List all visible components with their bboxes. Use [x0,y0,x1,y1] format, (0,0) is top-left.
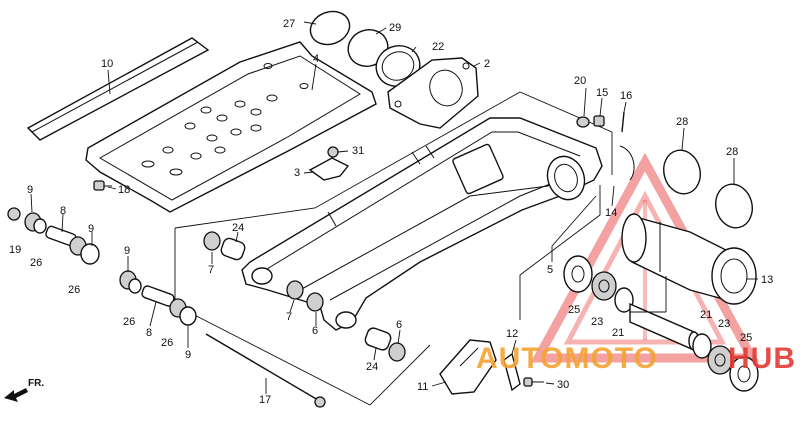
part-2-bracket [387,57,479,129]
part-17-pivot-bolt [205,333,326,408]
front-direction-label: FR. [28,378,44,389]
callout-8-b: 8 [146,327,152,339]
callout-labels: 10 4 27 29 22 2 31 3 18 9 8 9 19 26 26 2… [9,18,773,406]
part-23-bearing-right [707,345,733,375]
part-15-bolt [593,115,605,127]
callout-20: 20 [574,75,586,87]
callout-15: 15 [596,87,608,99]
callout-24-b: 24 [366,361,378,373]
part-20-nut [576,116,590,128]
left-pivot-stack-lower [119,270,197,326]
callout-27: 27 [283,18,295,30]
callout-29: 29 [389,22,401,34]
part-29-ring [347,29,389,67]
leader-lines [30,21,758,394]
front-arrow-icon [4,388,28,402]
part-25-bearing-right [729,356,759,392]
callout-14: 14 [605,207,617,219]
callout-12: 12 [506,328,518,340]
front-direction-indicator: FR. [4,378,44,402]
part-7-seal-upper [203,231,221,251]
part-28-ring-lower [715,183,753,229]
callout-9-c: 9 [124,245,130,257]
callout-7-a: 7 [208,264,214,276]
callout-11: 11 [417,381,428,393]
callout-16: 16 [620,90,632,102]
callout-6-a: 6 [312,325,318,337]
callout-17: 17 [259,394,271,406]
part-6-seal-upper [306,292,324,312]
callout-9-d: 9 [185,349,191,361]
callout-23-a: 23 [591,316,603,328]
callout-26-b: 26 [68,284,80,296]
part-4-skid-plate [85,41,377,213]
left-pivot-stack-upper [7,207,100,265]
watermark-text-left: AUTOMOTO [476,342,658,375]
part-21-seal-left [614,287,634,313]
callout-13: 13 [761,274,773,286]
callout-8-a: 8 [60,205,66,217]
callout-28-b: 28 [726,146,738,158]
part-10-strip [26,37,210,141]
callout-9-a: 9 [27,184,33,196]
part-28-ring-upper [663,149,701,195]
part-12-bracket [503,352,521,392]
part-14-clip [619,145,635,181]
callout-7-b: 7 [286,311,292,323]
callout-25-b: 25 [740,332,752,344]
callout-21-b: 21 [700,309,712,321]
callout-28-a: 28 [676,116,688,128]
part-30-screw [523,377,544,387]
callout-30: 30 [557,379,569,391]
part-7-seal-lower [286,280,304,300]
callout-10: 10 [101,58,113,70]
callout-25-a: 25 [568,304,580,316]
callout-5: 5 [547,264,553,276]
callout-2: 2 [484,58,490,70]
part-6-seal-lower [388,342,406,362]
callout-19: 19 [9,244,21,256]
callout-4: 4 [313,53,319,65]
part-16-bolt [621,111,625,133]
skid-plate-holes [141,63,309,176]
part-25-bearing-left [563,255,593,293]
callout-24-a: 24 [232,222,244,234]
part-11-chain-slider [439,339,497,395]
part-21-seal-right [692,333,712,359]
callout-23-b: 23 [718,318,730,330]
watermark-text: AUTOMOTO HUB [476,342,796,375]
part-27-ring [309,10,351,46]
callout-9-b: 9 [88,223,94,235]
frame-lines [174,91,613,406]
callout-26-c: 26 [123,316,135,328]
part-18-bolt [93,180,112,191]
part-13-eccentric-hub [621,213,757,305]
callout-21-a: 21 [612,327,624,339]
watermark-text-right: HUB [728,342,796,375]
callout-22: 22 [432,41,444,53]
callout-3: 3 [294,167,300,179]
callout-6-b: 6 [396,319,402,331]
part-24-bushing-upper [220,237,246,261]
callout-18: 18 [118,184,130,196]
part-23-bearing-left [591,271,617,301]
callout-26-a: 26 [30,257,42,269]
callout-31: 31 [352,145,364,157]
part-24-bushing-lower [364,327,392,351]
callout-26-d: 26 [161,337,173,349]
